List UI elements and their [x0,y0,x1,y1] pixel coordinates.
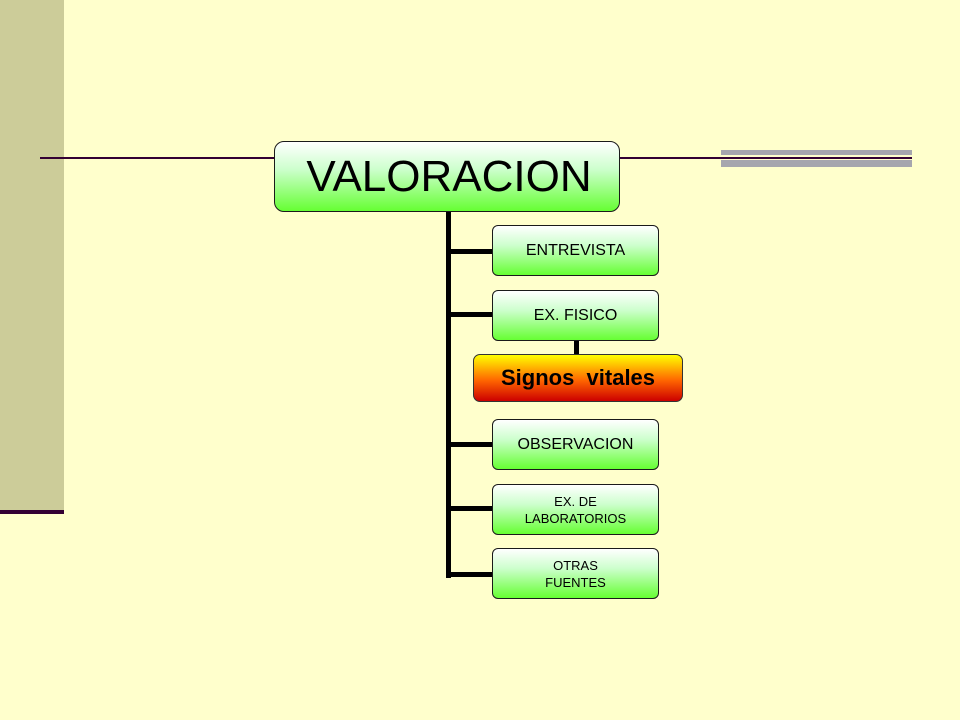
child-node-observacion: OBSERVACION [492,419,659,470]
left-decorative-band [0,0,64,512]
child-node-entrevista: ENTREVISTA [492,225,659,276]
branch-connector-laboratorios [446,506,492,511]
child-node-label: OBSERVACION [517,435,634,453]
child-node-otras-fuentes: OTRAS FUENTES [492,548,659,599]
child-node-label: OTRAS FUENTES [545,557,606,590]
child-node-laboratorios: EX. DE LABORATORIOS [492,484,659,535]
root-trunk-connector [446,212,451,578]
branch-connector-observacion [446,442,492,447]
child-node-ex-fisico: EX. FISICO [492,290,659,341]
sub-node-signos-vitales: Signos vitales [473,354,683,402]
child-node-label: EX. FISICO [533,306,618,324]
child-node-label: ENTREVISTA [525,241,626,259]
sub-node-label: Signos vitales [500,365,656,390]
branch-connector-ex-fisico [446,312,492,317]
root-node-label: VALORACION [306,151,592,201]
gray-accent-bar-lower [721,160,912,167]
branch-connector-otras-fuentes [446,572,492,577]
child-node-label: EX. DE LABORATORIOS [524,493,627,526]
gray-accent-bar [721,150,912,155]
left-band-underline [0,510,64,514]
root-node-valoracion: VALORACION [274,141,620,212]
branch-connector-entrevista [446,249,492,254]
sub-connector-signos-vitales [574,341,579,354]
